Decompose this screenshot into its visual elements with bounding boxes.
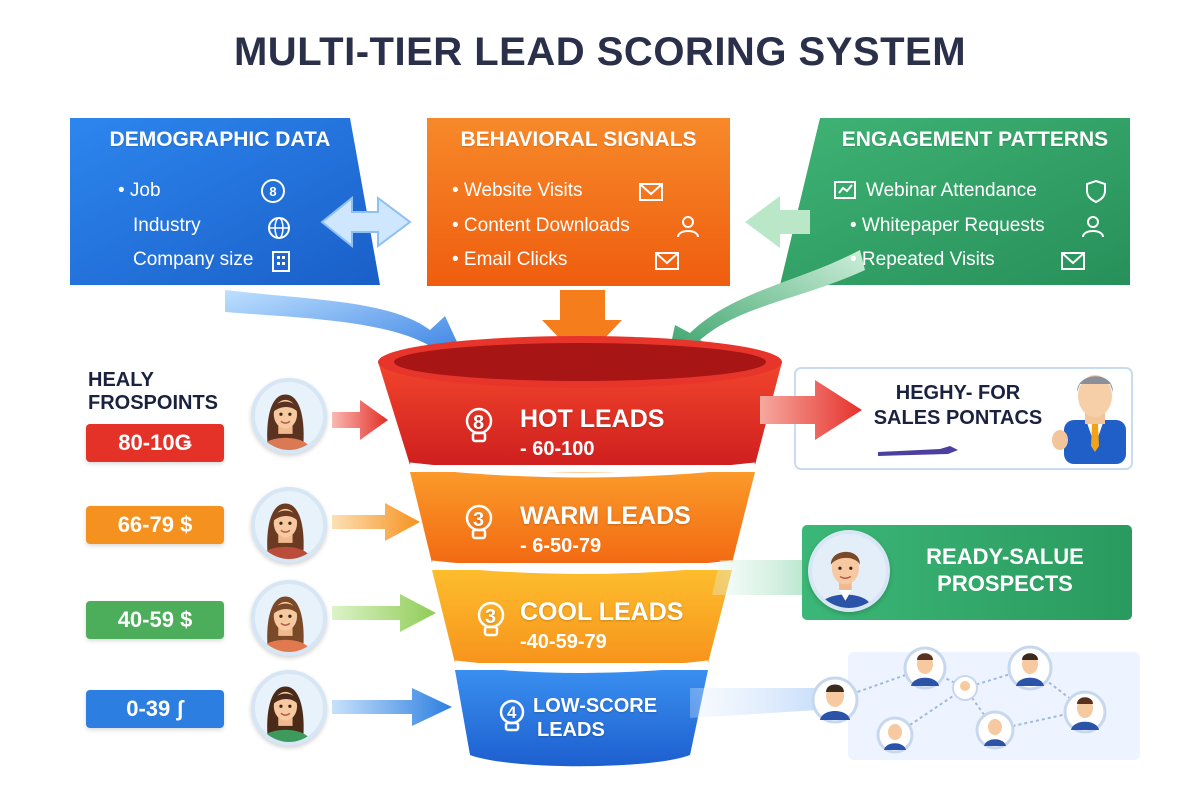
avatar — [251, 670, 327, 746]
warm-tier-title: WARM LEADS — [520, 502, 691, 530]
left-label-line2: FROSPOINTS — [88, 392, 219, 414]
avatar — [251, 580, 327, 656]
envelope-icon — [655, 252, 679, 270]
demographic-item-job: • Job — [118, 180, 161, 201]
warm-tier-number: 3 — [473, 509, 485, 531]
behavioral-item-email-clicks: • Email Clicks — [452, 249, 568, 270]
demographic-heading: DEMOGRAPHIC DATA — [109, 128, 331, 151]
shield-icon — [1086, 179, 1106, 204]
avatar — [808, 530, 890, 612]
double-arrow — [320, 195, 412, 249]
blue-curve-arrow — [225, 290, 470, 370]
hot-tier-title: HOT LEADS — [520, 405, 665, 433]
low-arrow — [332, 688, 452, 726]
svg-text:8: 8 — [269, 184, 276, 199]
user-icon — [1082, 216, 1104, 238]
cool-tier-number: 3 — [485, 606, 497, 628]
avatar — [251, 487, 327, 563]
range-low: 0-39 ʃ — [86, 690, 224, 728]
building-icon — [272, 251, 290, 272]
range-cool: 40-59 $ — [86, 601, 224, 639]
funnel-low-band — [455, 670, 708, 767]
green-to-orange-arrow — [745, 196, 810, 248]
engagement-panel — [780, 118, 1130, 285]
cool-arrow — [332, 594, 436, 632]
sales-outcome-line2: SALES PONTACS — [873, 407, 1043, 429]
woman-avatar-icon — [260, 686, 311, 742]
low-tier-number: 4 — [507, 703, 517, 722]
demographic-item-company-size: Company size — [133, 249, 254, 270]
cool-tier-title: COOL LEADS — [520, 598, 684, 626]
hot-arrow — [332, 400, 388, 440]
engagement-item-whitepaper: • Whitepaper Requests — [850, 215, 1045, 236]
low-tier-title: LOW-SCORE — [533, 695, 658, 717]
globe-icon — [268, 217, 290, 239]
orange-down-arrow — [542, 290, 622, 362]
page-title: MULTI-TIER LEAD SCORING SYSTEM — [233, 30, 967, 74]
behavioral-item-website-visits: • Website Visits — [452, 180, 583, 201]
engagement-item-webinar: Webinar Attendance — [866, 180, 1037, 201]
envelope-icon — [639, 183, 663, 201]
woman-avatar-icon — [260, 596, 311, 652]
demographic-panel — [70, 118, 380, 285]
funnel-warm-band — [410, 472, 755, 563]
funnel-opening — [394, 343, 766, 381]
lightbulb-icon — [477, 601, 505, 637]
badge-icon: 8 — [261, 179, 285, 203]
left-label-line1: HEALY — [88, 369, 154, 391]
man-avatar-icon — [819, 551, 872, 608]
behavioral-item-content-downloads: • Content Downloads — [452, 215, 630, 236]
sales-outcome-line1: HEGHY- FOR — [895, 382, 1021, 404]
low-tier-subtitle: LEADS — [537, 719, 605, 741]
demographic-item-industry: Industry — [133, 215, 201, 236]
funnel-cool-band — [432, 570, 732, 663]
warm-tier-range: - 6-50-79 — [520, 535, 602, 557]
avatar — [251, 378, 327, 454]
network-panel — [848, 652, 1140, 760]
cool-tier-range: -40-59-79 — [520, 631, 607, 653]
behavioral-panel — [427, 118, 730, 286]
funnel-hot-band — [378, 362, 782, 465]
low-stream — [690, 688, 850, 718]
hot-tier-range: - 60-100 — [520, 438, 595, 460]
lightbulb-icon — [499, 699, 525, 732]
lightbulb-icon — [465, 504, 493, 540]
woman-avatar-icon — [260, 394, 311, 450]
behavioral-heading: BEHAVIORAL SIGNALS — [460, 128, 697, 151]
webinar-icon — [834, 181, 856, 199]
range-warm: 66-79 $ — [86, 506, 224, 544]
prospects-outcome-line1: READY-SALUE — [926, 544, 1084, 569]
lightbulb-icon — [465, 407, 493, 443]
warm-stream — [712, 560, 830, 595]
engagement-item-repeated-visits: • Repeated Visits — [850, 249, 995, 270]
engagement-heading: ENGAGEMENT PATTERNS — [841, 128, 1109, 151]
sales-arrow — [760, 380, 862, 440]
woman-avatar-icon — [260, 503, 311, 559]
envelope-icon — [1061, 252, 1085, 270]
hot-tier-number: 8 — [473, 412, 485, 434]
prospects-outcome-line2: PROSPECTS — [937, 571, 1073, 596]
user-icon — [677, 216, 699, 238]
businessman-illustration — [1052, 375, 1126, 464]
green-curve-arrow — [665, 250, 865, 372]
warm-arrow — [332, 503, 420, 541]
prospects-box — [802, 525, 1132, 620]
range-hot: 80-10Ǥ — [86, 424, 224, 462]
